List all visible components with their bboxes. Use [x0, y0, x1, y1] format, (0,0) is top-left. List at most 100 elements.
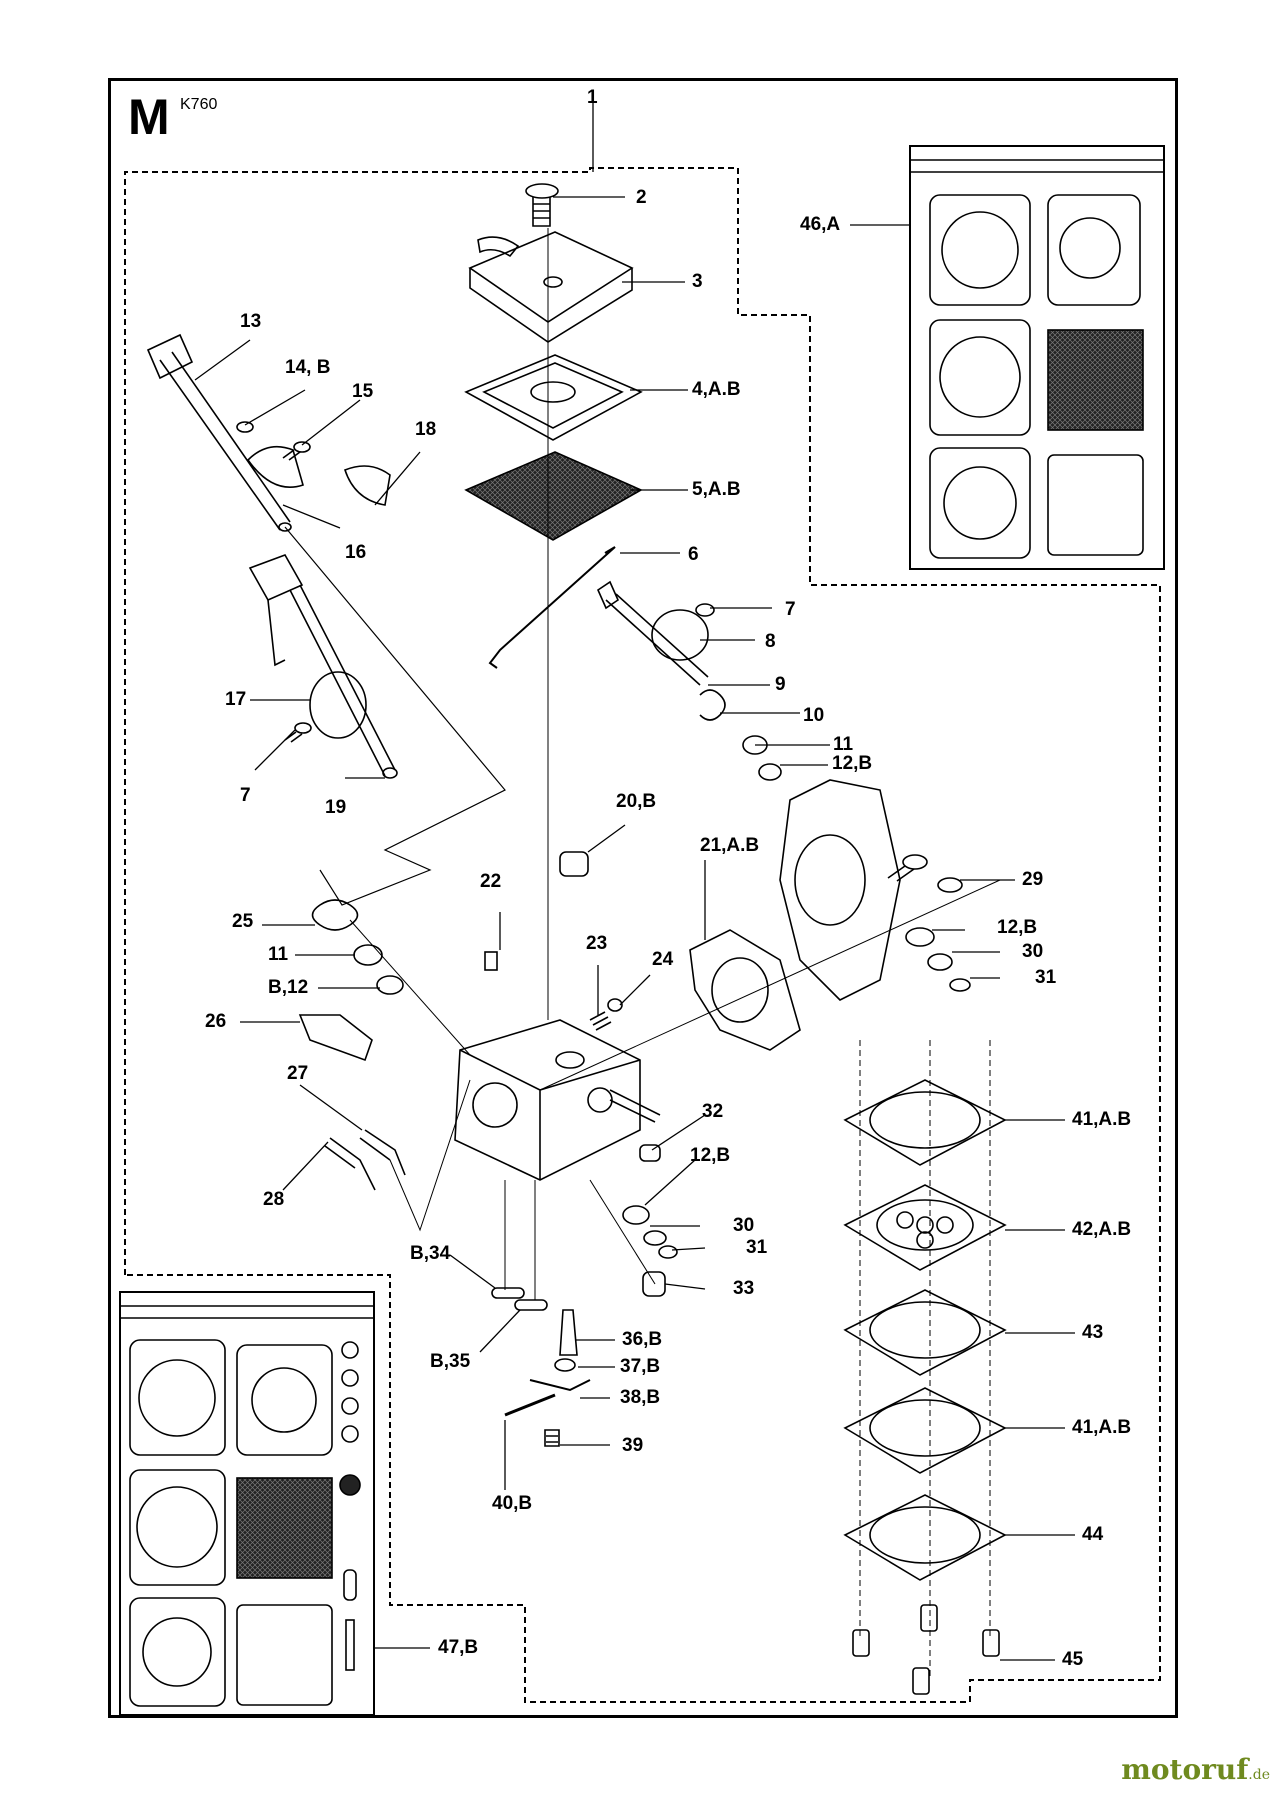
callout-9: 9 — [775, 674, 786, 695]
model-label: K760 — [180, 96, 218, 113]
ball-part-24 — [607, 998, 623, 1012]
callout-8: 8 — [765, 631, 776, 652]
seal-part-12-right — [905, 927, 935, 947]
screw-part-15 — [282, 441, 311, 461]
clip-part-31-right — [949, 978, 971, 992]
callout-25: 25 — [232, 911, 254, 932]
diaphragm-part-5 — [464, 451, 643, 541]
callout-10: 10 — [803, 705, 825, 726]
washer-part-30-right — [927, 953, 953, 971]
diagram-frame — [108, 78, 1178, 1718]
choke-plate-part-17 — [309, 671, 367, 739]
callout-leaders — [194, 100, 1075, 1661]
callout-32: 32 — [702, 1101, 724, 1122]
repair-kit-46 — [909, 145, 1165, 570]
pin-part-34 — [491, 1287, 525, 1299]
callout-11-left: 11 — [268, 944, 289, 965]
needle-part-27 — [359, 1129, 406, 1176]
intake-flange — [779, 779, 901, 1001]
callout-43: 43 — [1082, 1322, 1104, 1343]
plug-part-26 — [298, 1014, 373, 1062]
callout-18: 18 — [415, 419, 437, 440]
gasket-part-21 — [689, 929, 801, 1051]
screw-part-2 — [525, 183, 559, 227]
callout-17: 17 — [225, 689, 247, 710]
pin-part-22 — [484, 951, 498, 971]
callout-b35: B,35 — [430, 1351, 471, 1372]
callout-b12-left: B,12 — [268, 977, 309, 998]
cover-part-43 — [843, 1289, 1007, 1376]
needle-valve-part-36 — [559, 1309, 578, 1356]
pin-part-40 — [504, 1393, 556, 1417]
callout-5: 5,A.B — [692, 479, 741, 500]
diaphragm-part-44 — [843, 1494, 1007, 1581]
callout-46: 46,A — [800, 214, 841, 235]
callout-24: 24 — [652, 949, 674, 970]
spring-part-37 — [554, 1358, 576, 1372]
callout-33: 33 — [733, 1278, 755, 1299]
clip-part-31-lower — [658, 1245, 678, 1259]
gasket-part-4 — [464, 354, 643, 441]
screws-part-45 — [852, 1604, 1000, 1695]
shaft-assembly-right — [596, 580, 782, 781]
callout-44: 44 — [1082, 1524, 1104, 1545]
fitting-part-33 — [642, 1271, 666, 1297]
carburetor-body — [454, 1019, 661, 1181]
choke-shaft-part-19 — [248, 554, 398, 779]
callout-41-upper: 41,A.B — [1072, 1109, 1132, 1130]
callout-42: 42,A.B — [1072, 1219, 1132, 1240]
callout-31-right: 31 — [1035, 967, 1057, 988]
valve-plate-part-16 — [246, 445, 304, 489]
callout-27: 27 — [287, 1063, 309, 1084]
callout-6: 6 — [688, 544, 699, 565]
callout-19: 19 — [325, 797, 347, 818]
callout-4: 4,A.B — [692, 379, 741, 400]
callout-16: 16 — [345, 542, 367, 563]
lever-part-18 — [344, 465, 391, 506]
callout-36: 36,B — [622, 1329, 663, 1350]
callout-1: 1 — [587, 87, 598, 108]
screws-part-29 — [887, 854, 963, 893]
callout-45: 45 — [1062, 1649, 1084, 1670]
brand-watermark: motoruf.de — [1121, 1753, 1270, 1786]
assembly-outline — [124, 167, 1161, 1703]
callout-40: 40,B — [492, 1493, 533, 1514]
callout-2: 2 — [636, 187, 647, 208]
callout-3: 3 — [692, 271, 703, 292]
callout-39: 39 — [622, 1435, 644, 1456]
pump-cover-part-3 — [468, 231, 634, 343]
gasket-part-41-upper — [843, 1079, 1007, 1166]
ring-part-14 — [236, 421, 254, 433]
callout-47: 47,B — [438, 1637, 479, 1658]
callout-37: 37,B — [620, 1356, 661, 1377]
link-rod-part-6 — [488, 546, 616, 669]
callout-30-right: 30 — [1022, 941, 1044, 962]
bushing-part-11-left — [353, 944, 383, 966]
callout-14: 14, B — [285, 357, 331, 378]
callout-23: 23 — [586, 933, 608, 954]
plug-part-32 — [639, 1144, 661, 1162]
gasket-part-41-lower — [843, 1387, 1007, 1474]
section-letter: M — [128, 89, 170, 145]
callout-12-lower: 12,B — [690, 1145, 731, 1166]
callout-20: 20,B — [616, 791, 657, 812]
callout-41-lower: 41,A.B — [1072, 1417, 1132, 1438]
callout-38: 38,B — [620, 1387, 661, 1408]
lever-part-38 — [529, 1379, 591, 1392]
callout-12-flange: 12,B — [997, 917, 1038, 938]
callout-b34: B,34 — [410, 1243, 451, 1264]
callout-7-left: 7 — [240, 785, 251, 806]
seal-part-12-left — [376, 975, 404, 995]
callout-30-lower: 30 — [733, 1215, 755, 1236]
callout-15: 15 — [352, 381, 374, 402]
callout-11-right: 11 — [833, 734, 854, 755]
brand-tld: .de — [1248, 1767, 1270, 1783]
seal-part-12-lower — [622, 1205, 650, 1225]
callout-28: 28 — [263, 1189, 285, 1210]
brand-name: motoruf — [1121, 1753, 1249, 1786]
filter-part-20 — [559, 851, 589, 877]
callout-12-right: 12,B — [832, 753, 873, 774]
screw-part-7-left — [284, 722, 312, 743]
needle-part-28 — [324, 1137, 376, 1191]
